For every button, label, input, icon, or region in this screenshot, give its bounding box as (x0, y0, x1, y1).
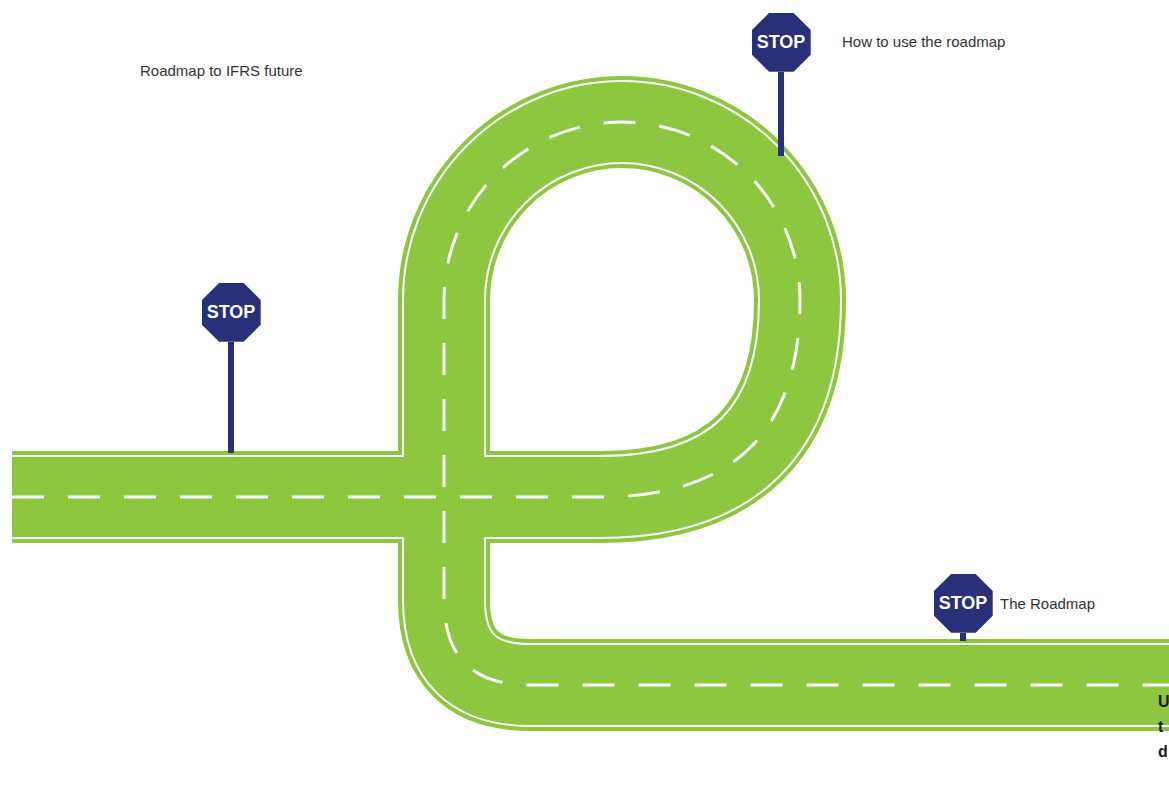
stop-sign: STOP (933, 573, 994, 634)
sign-pole (960, 632, 966, 641)
cut-off-text: d (1158, 743, 1168, 761)
road-surface (12, 122, 1169, 685)
cut-off-text: U (1158, 693, 1169, 711)
sign-text: STOP (939, 593, 988, 614)
road-centre-dash (12, 122, 1169, 685)
sign-text: STOP (207, 302, 256, 323)
octagon (751, 12, 812, 73)
sign-text: STOP (757, 32, 806, 53)
cut-off-text: t (1158, 718, 1163, 736)
sign-pole (778, 70, 784, 156)
sign-caption: How to use the roadmap (842, 33, 1005, 50)
stop-sign: STOP (751, 12, 812, 73)
stop-sign: STOP (201, 282, 262, 343)
octagon (201, 282, 262, 343)
sign-caption: The Roadmap (1000, 595, 1095, 612)
sign-pole (228, 340, 234, 453)
road-edge-line (12, 122, 1169, 685)
octagon (933, 573, 994, 634)
road (12, 122, 1169, 685)
sign-caption: Roadmap to IFRS future (140, 62, 303, 79)
